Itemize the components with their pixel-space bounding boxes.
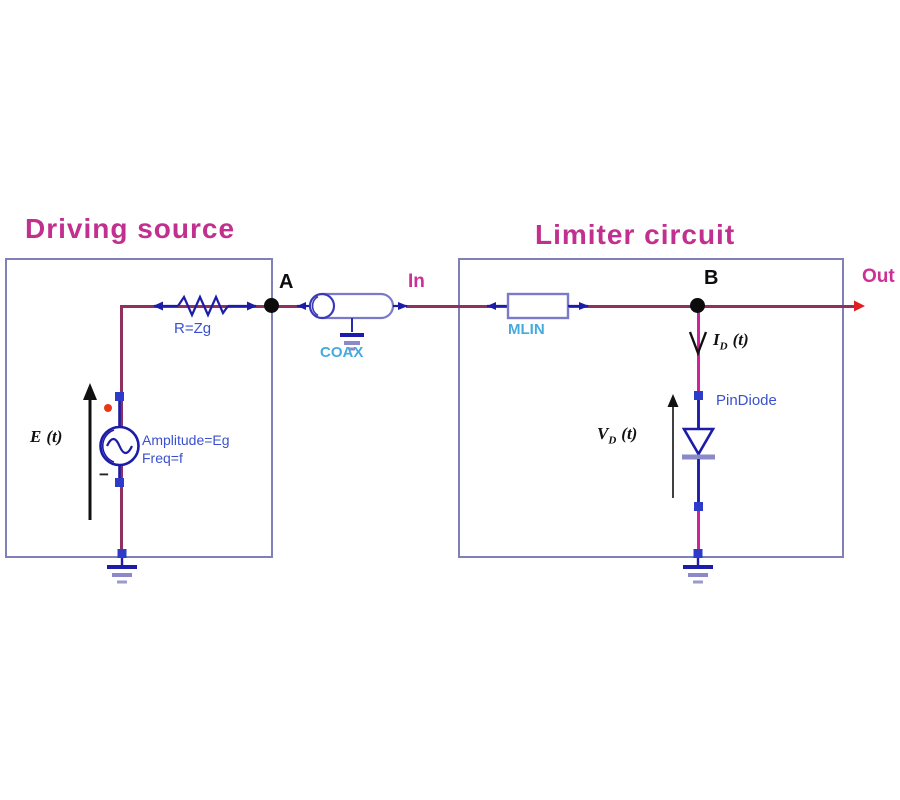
in-port-label: In	[408, 271, 425, 292]
resistor-label: R=Zg	[174, 320, 212, 337]
driving-source-box	[5, 258, 273, 558]
node-b-label: B	[704, 267, 719, 289]
coax-symbol	[297, 292, 408, 351]
minus-sign: −	[99, 465, 109, 484]
plus-terminal-dot	[104, 404, 112, 412]
mlin-label: MLIN	[508, 321, 545, 338]
source-voltage-label: E(t)	[30, 427, 63, 446]
coax-label: COAX	[320, 344, 364, 361]
ground-icon-diode	[683, 549, 713, 584]
out-arrow-icon	[854, 300, 865, 312]
limiter-circuit-box	[458, 258, 844, 558]
ground-icon-source	[107, 549, 137, 584]
current-arrow-down-icon	[688, 331, 708, 357]
node-a-dot	[264, 298, 279, 313]
diode-voltage-label: VD(t)	[597, 424, 638, 447]
out-port-label: Out	[862, 266, 895, 287]
resistor-symbol	[153, 294, 257, 318]
mlin-symbol	[487, 292, 589, 320]
limiter-circuit-title: Limiter circuit	[535, 219, 736, 250]
driving-source-title: Driving source	[25, 213, 236, 244]
source-arrow-up-icon	[83, 383, 97, 520]
wire-coax-to-mlin	[406, 305, 510, 308]
pindiode-label: PinDiode	[716, 392, 777, 409]
ac-source-symbol	[99, 392, 140, 487]
diode-current-label: ID(t)	[713, 330, 749, 353]
voltage-arrow-up-icon	[667, 394, 679, 498]
node-b-dot	[690, 298, 705, 313]
amplitude-param-label: Amplitude=Eg	[142, 432, 230, 448]
pin-diode-symbol	[681, 391, 716, 511]
node-a-label: A	[279, 271, 294, 293]
wire-a-to-coax	[272, 305, 306, 308]
freq-param-label: Freq=f	[142, 450, 183, 466]
wire-mlin-to-out	[566, 305, 858, 308]
